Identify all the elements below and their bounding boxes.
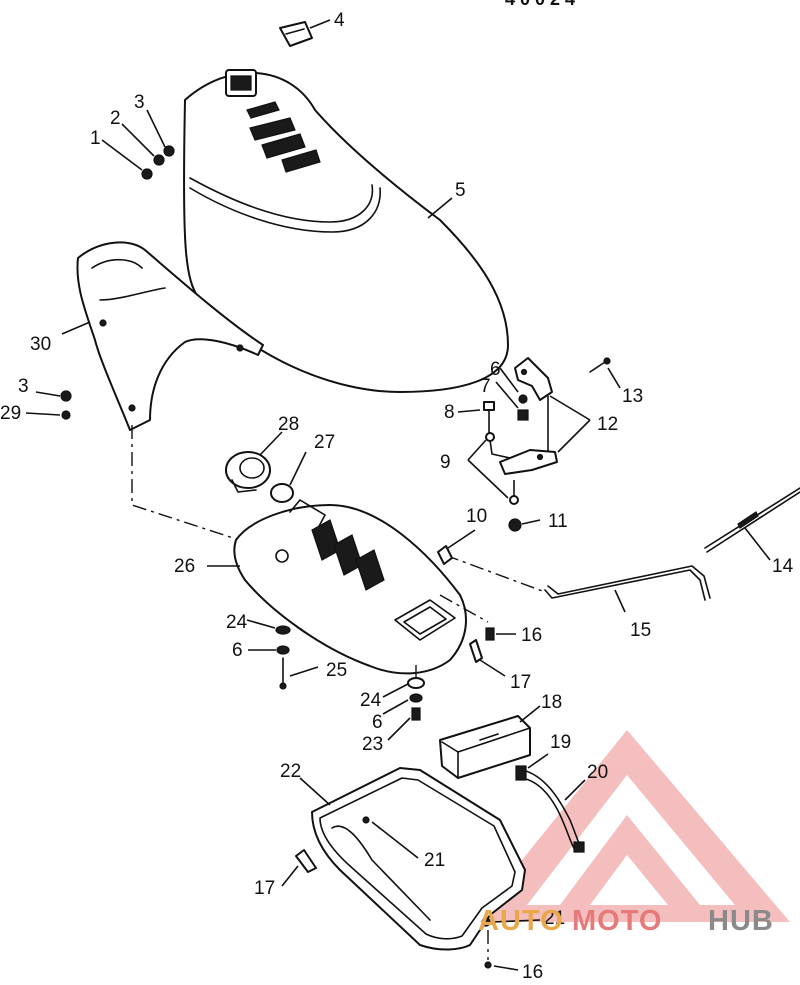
callout-2: 2 (110, 108, 121, 129)
bolt-23 (411, 707, 421, 721)
battery-box (311, 767, 526, 951)
callout-27: 27 (314, 432, 335, 453)
washer-6-upper (518, 394, 528, 404)
pin-16-lower (484, 930, 492, 969)
washer-24-left (275, 625, 291, 635)
callout-6-center: 6 (372, 712, 383, 733)
callout-21-lower: 21 (544, 908, 565, 929)
callout-13: 13 (622, 386, 643, 407)
watermark-moto: MOTO (572, 905, 662, 937)
callout-26: 26 (174, 556, 195, 577)
callout-labels: 1 2 3 4 5 30 3 29 28 27 26 24 6 25 24 6 … (0, 10, 794, 983)
bolt-8 (483, 401, 495, 433)
rod-15 (544, 565, 711, 601)
callout-24-center: 24 (360, 690, 382, 711)
seat (182, 69, 509, 393)
bolt-25 (279, 657, 287, 690)
washer-3 (163, 145, 175, 157)
pin-17-upper (469, 639, 483, 663)
screw-1 (141, 168, 153, 180)
fuel-cap (270, 483, 294, 503)
pin-16-upper (485, 627, 495, 641)
washer-9 (485, 432, 495, 442)
callout-10: 10 (466, 506, 487, 527)
vent-hose (515, 765, 585, 853)
washer-24-center (407, 677, 425, 689)
callout-24-left: 24 (226, 612, 248, 633)
washer-2 (153, 154, 165, 166)
fuel-tank (233, 499, 467, 675)
callout-11: 11 (548, 511, 568, 532)
callout-19: 19 (550, 732, 571, 753)
bracket-9 (499, 449, 558, 475)
callout-16-lower: 16 (522, 962, 543, 983)
callout-25: 25 (326, 660, 347, 681)
clip-10 (437, 545, 453, 565)
callout-3: 3 (134, 92, 145, 113)
callout-17-lower: 17 (254, 878, 275, 899)
cable-14 (704, 487, 800, 553)
washer-6-left (276, 645, 290, 655)
bolt-13 (589, 357, 611, 373)
washer-3-left (60, 390, 72, 402)
callout-7: 7 (480, 376, 491, 397)
callout-12: 12 (597, 414, 618, 435)
bracket-12 (514, 357, 553, 401)
watermark-auto: AUTO (478, 905, 564, 937)
assembly-line-tank-16 (439, 594, 489, 623)
battery (439, 715, 531, 779)
assembly-line-rod (444, 554, 546, 593)
watermark-text: AUTO MOTO HUB (478, 905, 774, 937)
rear-shroud (76, 241, 264, 431)
callout-30: 30 (30, 334, 51, 355)
pin-17-lower (295, 849, 317, 873)
filler-neck (225, 451, 271, 493)
callout-6-upper: 6 (490, 359, 501, 380)
callout-16-upper: 16 (521, 625, 542, 646)
washer-11-upper (509, 495, 519, 505)
callout-3-left: 3 (18, 376, 29, 397)
callout-15: 15 (630, 620, 651, 641)
callout-6-left: 6 (232, 640, 243, 661)
vent-cap (279, 21, 313, 47)
callout-17-upper: 17 (510, 672, 531, 693)
screw-29 (61, 410, 71, 420)
callout-20: 20 (587, 762, 608, 783)
callout-18: 18 (541, 692, 562, 713)
nut-11 (508, 518, 522, 532)
callout-8: 8 (444, 402, 455, 423)
washer-6-center (409, 693, 423, 703)
callout-28: 28 (278, 414, 299, 435)
callout-1: 1 (90, 128, 101, 149)
leader-lines (25, 19, 771, 971)
callout-9: 9 (440, 452, 451, 473)
header-text: 4 0 0 2 4 (505, 0, 575, 9)
callout-5: 5 (455, 180, 466, 201)
watermark-logo (472, 730, 790, 922)
callout-4: 4 (334, 10, 345, 31)
callout-29: 29 (0, 403, 21, 424)
nut-7 (517, 409, 529, 421)
callout-22: 22 (280, 761, 301, 782)
callout-23: 23 (362, 734, 383, 755)
callout-14: 14 (772, 556, 794, 577)
callout-21-inner: 21 (424, 850, 445, 871)
watermark-hub: HUB (708, 905, 774, 937)
